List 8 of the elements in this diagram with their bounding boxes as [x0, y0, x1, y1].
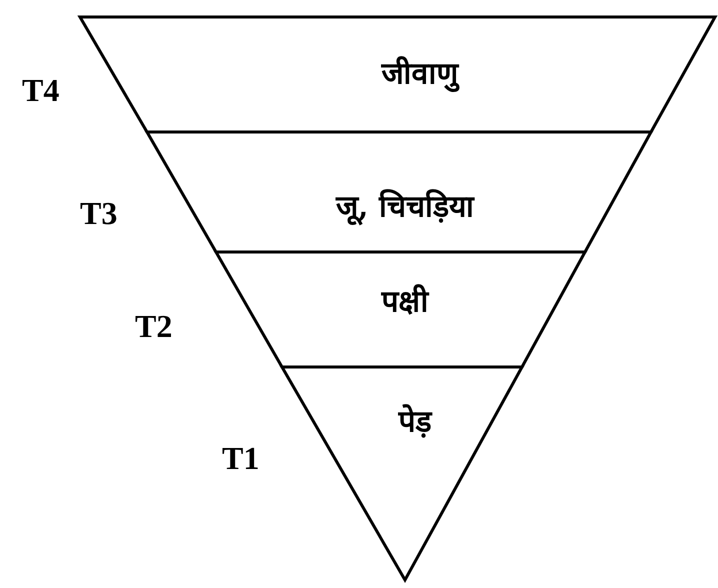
trophic-level-label: T3 — [80, 195, 118, 232]
level-label: जीवाणु — [382, 55, 458, 92]
level-label: जू, चिचड़िया — [336, 188, 474, 226]
trophic-level-label: T1 — [222, 440, 260, 477]
trophic-level-label: T4 — [22, 72, 60, 109]
level-label: पेड़ — [398, 403, 432, 440]
level-label: पक्षी — [382, 283, 428, 320]
trophic-level-label: T2 — [135, 308, 172, 345]
